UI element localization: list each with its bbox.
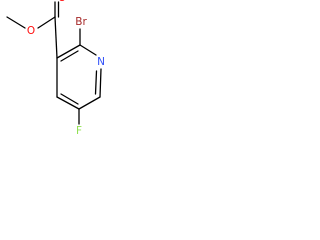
- oxygen-ether-label: O: [27, 25, 35, 37]
- bond-oxygen-carbonyl-carbon: [37, 16, 56, 29]
- ring-bond-c5-c4-inner: [60, 93, 79, 105]
- bond-carbonyl-ring: [54, 16, 58, 59]
- ring-bond-c3-c2-inner: [60, 50, 79, 62]
- ring-bond-n-c6: [99, 68, 102, 98]
- ring-bond-n-c6-inner: [94, 70, 98, 95]
- ring-bond-c6-c5: [78, 96, 101, 110]
- nitrogen-label: N: [97, 56, 105, 68]
- ring-bond-c2-n: [79, 44, 97, 56]
- ring-bond-c5-c4: [56, 96, 80, 110]
- bond-methyl-oxygen: [6, 16, 26, 29]
- fluorine-label: F: [76, 125, 82, 137]
- oxygen-carbonyl-label: O: [58, 0, 66, 4]
- ring-bond-c3-c2: [56, 44, 81, 59]
- bromine-label: Br: [75, 16, 87, 28]
- molecule-structure: O O Br N F: [6, 0, 105, 137]
